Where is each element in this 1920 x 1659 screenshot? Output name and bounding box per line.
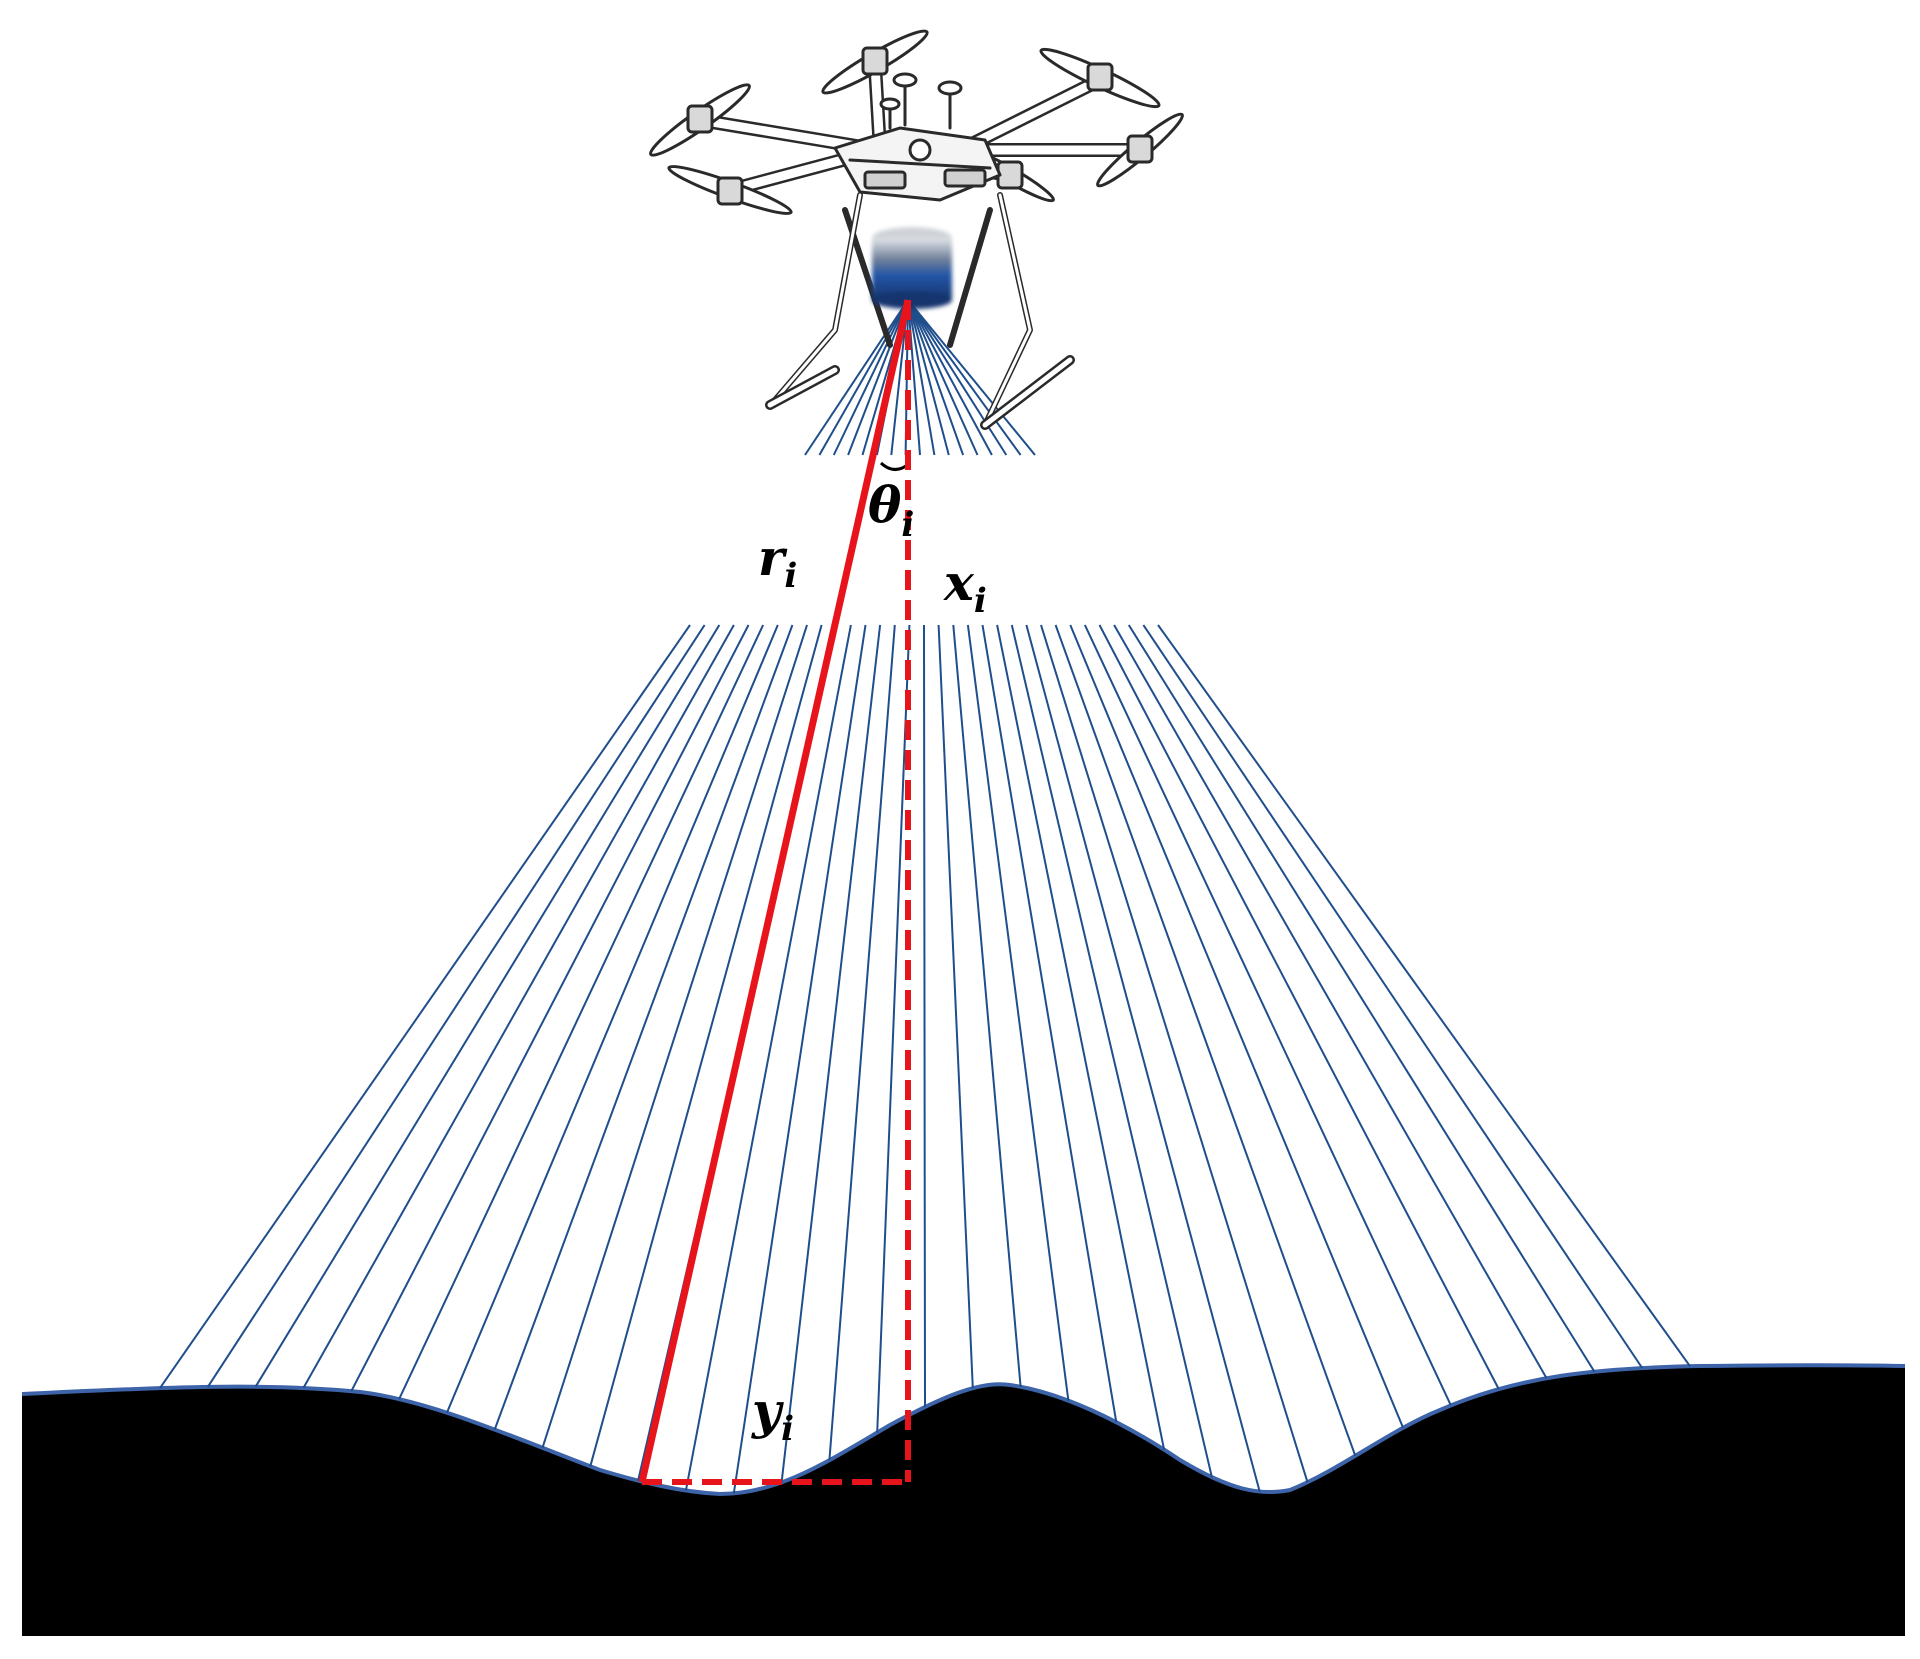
beam-line-near <box>907 299 1008 456</box>
beam-line-far <box>1157 624 1691 1367</box>
hexacopter-drone-icon <box>649 29 1184 430</box>
beam-line-far <box>937 624 974 1389</box>
beam-line-near <box>907 299 1022 456</box>
beam-line-far <box>493 624 794 1430</box>
beam-line-near <box>907 299 921 456</box>
landing-skids-inner <box>767 357 1073 428</box>
beam-line-far <box>1113 624 1548 1379</box>
beam-line-far <box>996 624 1166 1450</box>
drone-body <box>833 126 1002 202</box>
beam-line-far <box>828 624 896 1461</box>
beam-line-near <box>907 299 1036 456</box>
range-ray <box>638 299 912 1483</box>
sensor-body <box>872 238 952 300</box>
terrain <box>21 1363 1906 1636</box>
horizontal-distance-label: yi <box>751 1381 794 1449</box>
beam-line-far <box>398 624 765 1400</box>
beam-line-far <box>1040 624 1309 1483</box>
range-label: ri <box>758 528 797 596</box>
laser-beam-fan-near <box>804 299 1036 456</box>
drone-motors <box>686 46 1154 206</box>
lidar-scanner-icon <box>872 227 952 309</box>
beam-line-far <box>981 624 1118 1423</box>
beam-line-far <box>1127 624 1596 1373</box>
beam-line-near <box>847 299 909 456</box>
beam-line-far <box>159 624 691 1389</box>
beam-line-far <box>952 624 1022 1387</box>
beam-line-near <box>832 299 909 456</box>
beam-line-near <box>907 299 979 456</box>
beam-line-near <box>907 299 993 456</box>
beam-line-far <box>1025 624 1261 1492</box>
beam-line-far <box>876 624 911 1433</box>
beam-line-near <box>907 299 950 456</box>
beam-line-far <box>923 624 926 1408</box>
beam-line-far <box>780 624 882 1483</box>
beam-line-far <box>966 624 1070 1401</box>
beam-line-far <box>350 624 750 1392</box>
beam-line-far <box>302 624 735 1389</box>
gps-antennas <box>879 72 963 130</box>
beam-line-far <box>1083 624 1452 1406</box>
beam-line-far <box>1054 624 1357 1457</box>
beam-line-far <box>445 624 779 1414</box>
beam-line-far <box>589 624 823 1467</box>
beam-line-far <box>1098 624 1500 1390</box>
beam-line-near <box>818 299 909 456</box>
vertical-distance-label: xi <box>943 553 987 621</box>
beam-line-near <box>907 299 936 456</box>
beam-line-far <box>254 624 721 1388</box>
sensor-base <box>872 291 952 309</box>
angle-label: θi <box>868 475 914 545</box>
beam-line-far <box>684 624 852 1491</box>
beam-line-far <box>206 624 706 1388</box>
beam-line-far <box>1142 624 1644 1369</box>
beam-line-far <box>541 624 808 1449</box>
beam-line-near <box>804 299 909 456</box>
terrain-surface-line <box>21 1363 1906 1497</box>
terrain-fill <box>22 1365 1905 1636</box>
measurement-triangle <box>638 299 912 1485</box>
landing-gear-inner <box>773 193 1032 427</box>
beam-line-far <box>1010 624 1213 1478</box>
beam-line-near <box>907 299 965 456</box>
beam-line-far <box>732 624 867 1494</box>
beam-line-far <box>1069 624 1405 1429</box>
laser-beam-fan-far <box>159 624 1691 1494</box>
